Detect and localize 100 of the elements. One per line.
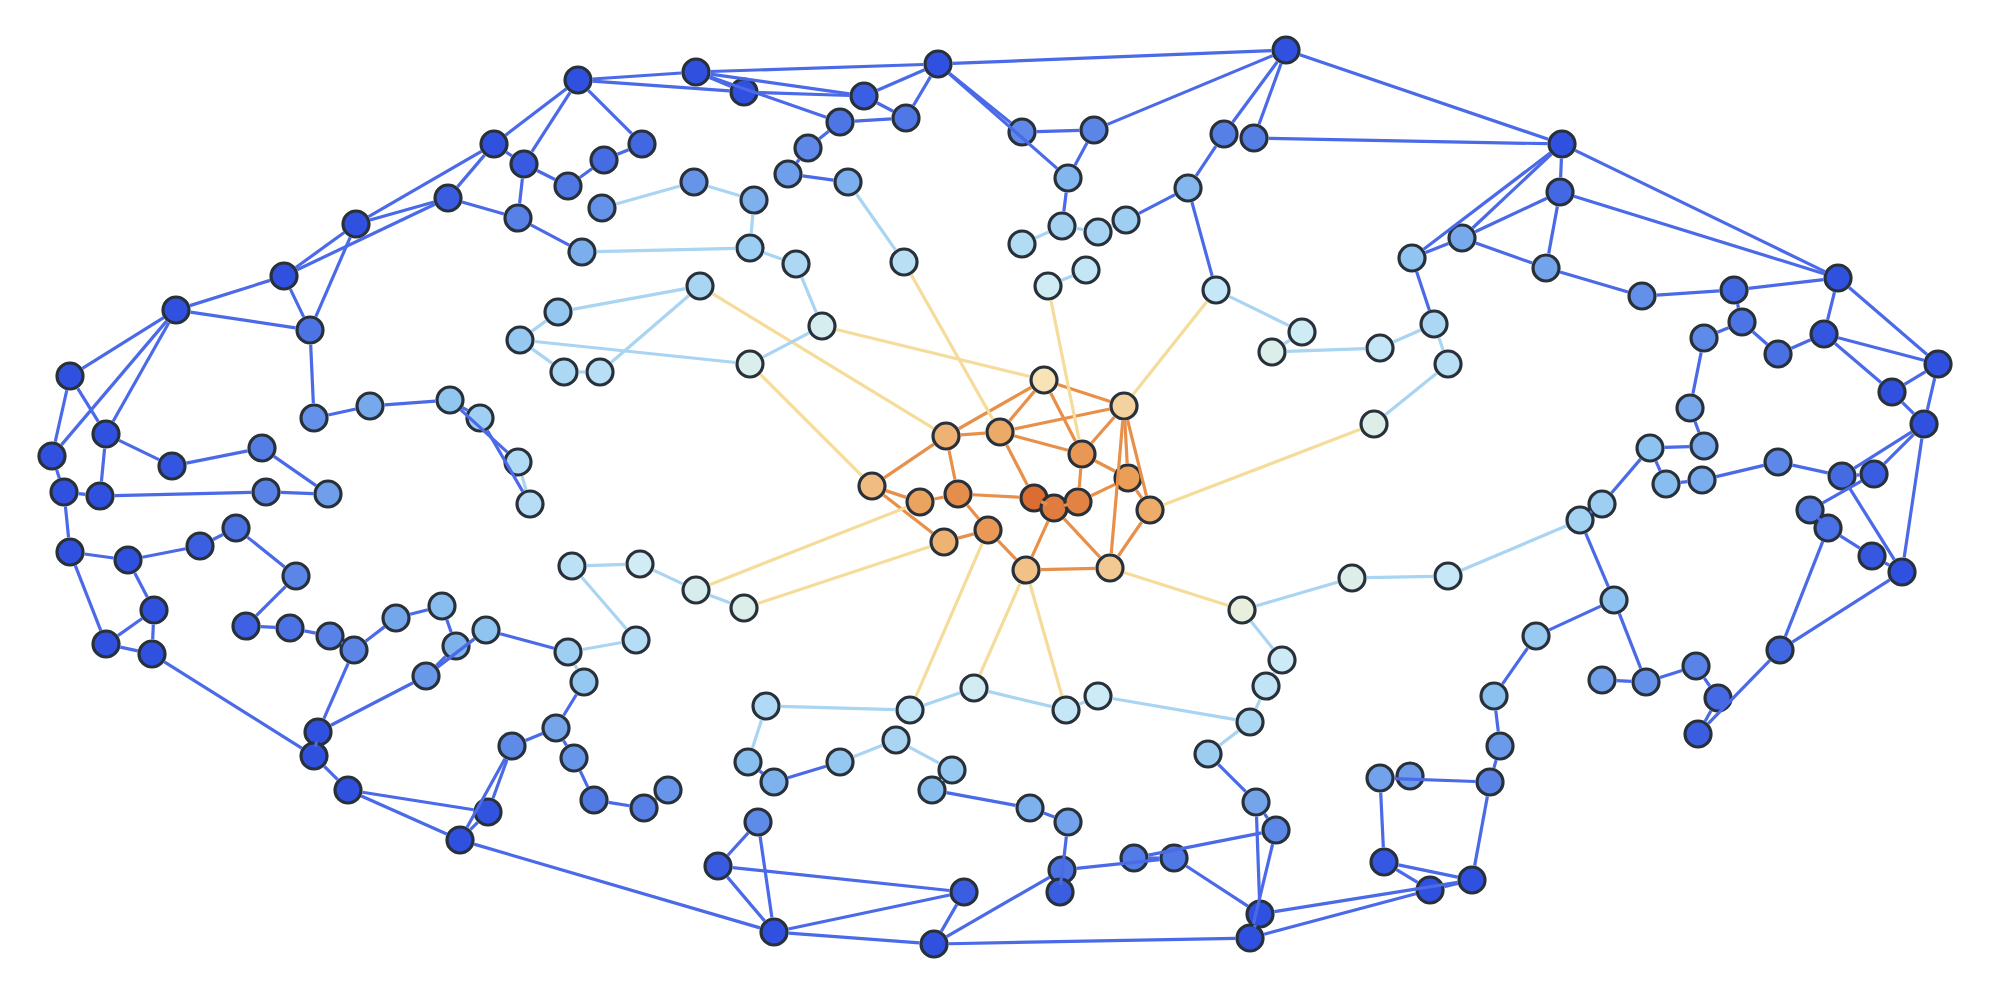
network-node xyxy=(37,441,67,471)
network-node xyxy=(1063,487,1093,517)
network-node xyxy=(931,421,961,451)
network-node xyxy=(1859,459,1889,489)
edge-line xyxy=(151,624,155,640)
network-node xyxy=(889,247,919,277)
network-node xyxy=(959,673,989,703)
edge-line xyxy=(750,719,764,749)
network-node xyxy=(929,527,959,557)
edge-line xyxy=(1252,923,1258,929)
edge-line xyxy=(1501,647,1529,685)
edge-line xyxy=(1131,300,1209,396)
edge-line xyxy=(505,150,513,158)
network-node xyxy=(541,713,571,743)
edge-line xyxy=(1254,816,1262,900)
edge-line xyxy=(1848,487,1896,561)
network-node xyxy=(1765,635,1795,665)
network-node xyxy=(1113,463,1143,493)
network-node xyxy=(1235,707,1265,737)
edge-line xyxy=(1616,679,1632,683)
network-node xyxy=(315,621,345,651)
edge-line xyxy=(1138,193,1176,215)
edge-line xyxy=(987,689,1053,709)
network-node xyxy=(1687,465,1717,495)
edge-line xyxy=(1228,294,1290,328)
network-node xyxy=(509,149,539,179)
network-node xyxy=(1809,319,1839,349)
edge-line xyxy=(749,214,755,234)
network-node xyxy=(1823,263,1853,293)
edge-line xyxy=(996,539,1018,561)
network-node xyxy=(1209,119,1239,149)
network-node xyxy=(91,629,121,659)
network-node xyxy=(1045,877,1075,907)
network-node xyxy=(1547,129,1577,159)
edge-line xyxy=(534,339,736,365)
network-node xyxy=(1015,793,1045,823)
edge-line xyxy=(1106,54,1274,126)
edge-line xyxy=(1392,328,1422,344)
edge-line xyxy=(1791,578,1891,644)
edge-line xyxy=(1043,811,1055,819)
network-node xyxy=(1909,409,1939,439)
network-node xyxy=(1257,337,1287,367)
network-node xyxy=(445,825,475,855)
edge-line xyxy=(578,770,590,788)
edge-line xyxy=(652,568,684,586)
edge-line xyxy=(1395,868,1419,884)
edge-line xyxy=(1062,192,1068,212)
edge-line xyxy=(948,71,1012,125)
edge-line xyxy=(1702,677,1712,687)
network-node xyxy=(1079,115,1109,145)
edge-line xyxy=(1384,371,1438,417)
network-node xyxy=(221,513,251,543)
network-node xyxy=(1271,35,1301,65)
network-node xyxy=(703,851,733,881)
network-node xyxy=(1029,365,1059,395)
network-node xyxy=(503,203,533,233)
edge-line xyxy=(409,608,429,616)
edge-line xyxy=(596,246,736,254)
edge-line xyxy=(562,693,578,717)
network-node xyxy=(751,691,781,721)
network-node xyxy=(1261,815,1291,845)
edge-line xyxy=(1057,383,1111,403)
network-node xyxy=(759,767,789,797)
edge-line xyxy=(189,278,271,308)
network-node xyxy=(497,731,527,761)
edge-line xyxy=(608,800,630,808)
edge-line xyxy=(853,743,883,759)
edge-line xyxy=(118,438,160,462)
network-node xyxy=(251,477,281,507)
network-node xyxy=(1627,281,1657,311)
edge-line xyxy=(948,936,1236,946)
network-node xyxy=(55,537,85,567)
edge-line xyxy=(1060,836,1068,878)
edge-line xyxy=(972,493,1020,499)
edge-line xyxy=(81,316,165,370)
network-node xyxy=(1433,349,1463,379)
network-node xyxy=(427,591,457,621)
network-node xyxy=(1447,223,1477,253)
network-node xyxy=(1587,489,1617,519)
network-node xyxy=(1827,461,1857,491)
network-node xyxy=(1047,211,1077,241)
network-node xyxy=(1475,767,1505,797)
edge-line xyxy=(1123,570,1229,608)
edge-line xyxy=(709,593,731,605)
edge-line xyxy=(1693,421,1701,433)
network-node xyxy=(759,917,789,947)
network-node xyxy=(333,775,363,805)
network-node xyxy=(471,615,501,645)
edge-line xyxy=(1249,620,1275,650)
network-node xyxy=(627,129,657,159)
edge-line xyxy=(530,319,548,333)
network-node xyxy=(681,57,711,87)
network-node xyxy=(685,271,715,301)
edge-line xyxy=(763,251,783,261)
network-node xyxy=(1359,409,1389,439)
network-node xyxy=(943,479,973,509)
network-node xyxy=(1365,763,1395,793)
edge-line xyxy=(1902,438,1924,558)
edge-line xyxy=(1703,710,1713,722)
edge-line xyxy=(1736,303,1741,309)
